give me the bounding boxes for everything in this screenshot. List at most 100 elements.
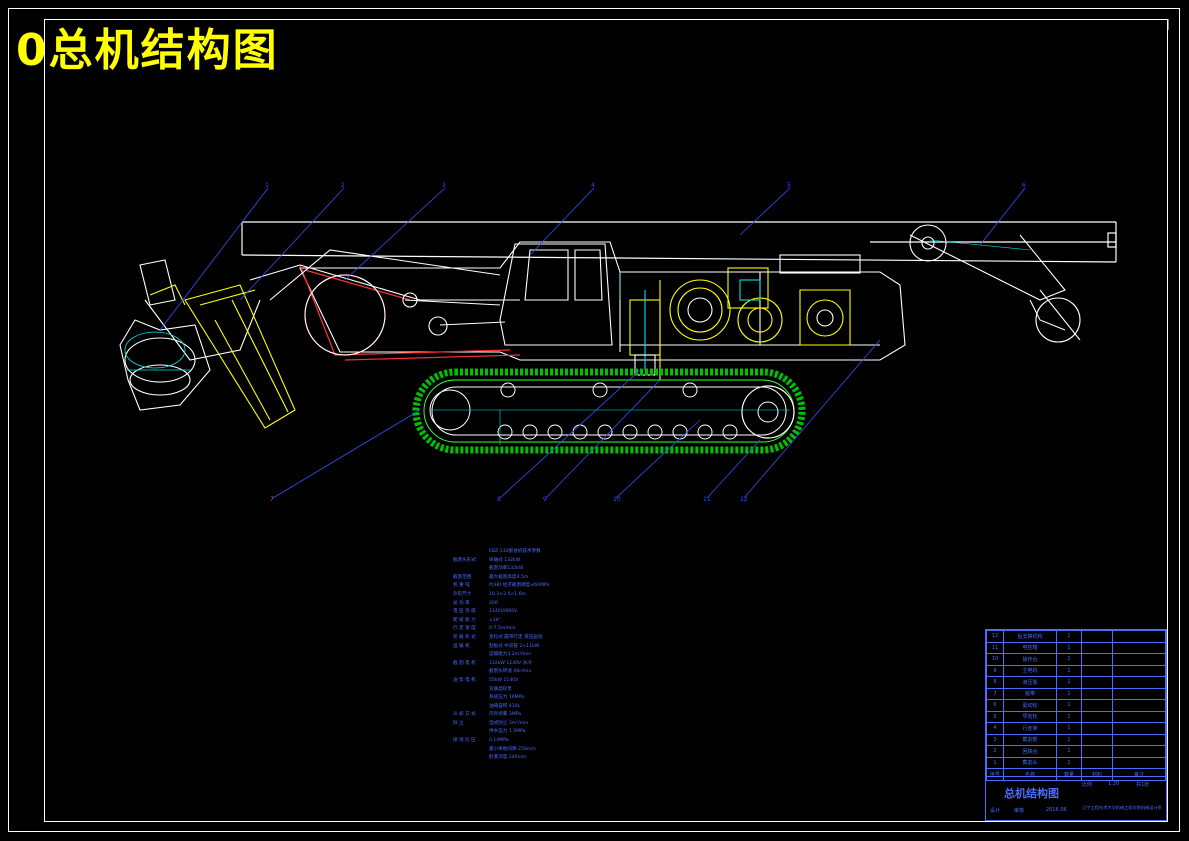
tech-spec-value: 星轮式 履带行走 液压驱动: [489, 634, 543, 640]
tech-spec-row: 除 尘湿式除尘 3m³/min: [453, 720, 613, 729]
parts-cell: 截割部: [1003, 733, 1057, 746]
parts-cell: 驱动轮: [1003, 699, 1057, 712]
parts-cell: [1112, 756, 1166, 769]
parts-cell: 2: [986, 745, 1004, 758]
conveyor-boom: [241, 221, 1117, 263]
parts-cell: 1: [1056, 710, 1082, 723]
tech-spec-key: [453, 686, 489, 695]
tech-spec-row: 截割功率132kW: [453, 565, 613, 574]
parts-cell: [1081, 722, 1113, 735]
balloon-7: 7: [270, 496, 274, 503]
parts-cell: 1: [1056, 641, 1082, 654]
balloon-9: 9: [543, 496, 547, 503]
drawing-outer-border: [8, 8, 1180, 832]
drawing-title: 0总机结构图: [16, 25, 279, 76]
parts-cell: 11: [986, 641, 1004, 654]
parts-cell: [1112, 710, 1166, 723]
cutting-head: [119, 259, 261, 411]
parts-cell: [1112, 641, 1166, 654]
parts-cell: 1: [1056, 756, 1082, 769]
tech-spec-value: 55kW 1140V: [489, 677, 519, 683]
parts-cell: 6: [986, 699, 1004, 712]
parts-cell: 1: [1056, 745, 1082, 758]
tech-spec-row: 冷 却 方 式 内外喷雾 3MPa: [453, 711, 613, 720]
tech-spec-value: 约38t 经济截割硬度≤60MPa: [489, 583, 550, 589]
tech-spec-value: 132kW 1140V 水冷: [489, 660, 532, 666]
parts-cell: 10: [986, 653, 1004, 666]
parts-cell: [1112, 687, 1166, 700]
tech-spec-key: [453, 565, 489, 574]
parts-cell: [1081, 687, 1113, 700]
parts-cell: [1081, 676, 1113, 689]
hydraulic-linkage: [299, 264, 521, 361]
parts-cell: 回转台: [1003, 745, 1057, 758]
tech-spec-value: 纵轴式 132kW: [489, 557, 521, 563]
parts-cell: [1081, 664, 1113, 677]
scale-label: 比例: [1082, 782, 1093, 788]
tech-spec-row: 系统压力 16MPa: [453, 694, 613, 703]
parts-cell: [1112, 630, 1166, 643]
parts-cell: 9: [986, 664, 1004, 677]
parts-cell: 3: [986, 733, 1004, 746]
tech-spec-value: 系统压力 16MPa: [489, 695, 525, 701]
parts-cell: 液压泵: [1003, 676, 1057, 689]
tech-spec-row: 机 重 吨约38t 经济截割硬度≤60MPa: [453, 582, 613, 591]
tech-spec-key: [453, 651, 489, 660]
parts-cell: [1081, 699, 1113, 712]
parts-cell: 截割头: [1003, 756, 1057, 769]
tech-spec-row: 最小离地间隙 250mm: [453, 746, 613, 755]
tech-spec-value: 最小离地间隙 250mm: [489, 746, 536, 752]
parts-cell: [1112, 733, 1166, 746]
tech-spec-value: 内外喷雾 3MPa: [489, 712, 522, 718]
parts-cell: 后支撑机构: [1003, 630, 1057, 643]
drawing-name: 总机结构图: [1004, 787, 1059, 800]
tech-spec-key: 除 尘: [453, 720, 464, 726]
school-name: 辽宁工程技术大学机械工程学院机械设计系: [1082, 805, 1162, 810]
tech-spec-key: [453, 754, 489, 763]
parts-cell: [1081, 756, 1113, 769]
parts-cell: [1081, 641, 1113, 654]
sheet-label: 共1张: [1136, 782, 1150, 788]
tech-spec-key: 截割头形式: [453, 557, 476, 563]
tech-spec-value: 最大截割高度4.5m: [489, 574, 529, 580]
tech-spec-row: 运 输 机刮板式 中双链 2×11kW: [453, 643, 613, 652]
parts-cell: [1081, 710, 1113, 723]
tech-spec-key: [453, 694, 489, 703]
tech-spec-row: 双联齿轮泵: [453, 686, 613, 695]
parts-cell: 行走架: [1003, 722, 1057, 735]
parts-cell: 主电机: [1003, 664, 1057, 677]
tech-spec-value: 卧底深度 240mm: [489, 755, 527, 761]
parts-cell: [1112, 722, 1166, 735]
parts-cell: 履带: [1003, 687, 1057, 700]
parts-cell: [1081, 733, 1113, 746]
balloon-12: 12: [740, 496, 748, 503]
parts-cell: 导向轮: [1003, 710, 1057, 723]
tech-spec-value: 10.3×2.5×1.6m: [489, 591, 527, 597]
parts-cell: [1112, 699, 1166, 712]
parts-cell: 1: [1056, 630, 1082, 643]
tech-spec-key: 冷 却 方 式: [453, 712, 476, 718]
tech-spec-value: 截割头转速 46r/min: [489, 669, 532, 675]
tech-spec-row: 油箱容积 410L: [453, 703, 613, 712]
tech-spec-key: 运 输 机: [453, 643, 470, 649]
parts-cell: 1: [1056, 699, 1082, 712]
tech-spec-value: 0.14MPa: [489, 738, 509, 744]
tech-spec-value: 1140V/660V: [489, 609, 518, 615]
tech-spec-value: 运输能力3.2m³/min: [489, 652, 532, 658]
tech-spec-key: 截割范围: [453, 574, 472, 580]
balloon-8: 8: [497, 496, 501, 503]
parts-cell: 1: [1056, 676, 1082, 689]
date-value: 2016.06: [1046, 807, 1067, 813]
